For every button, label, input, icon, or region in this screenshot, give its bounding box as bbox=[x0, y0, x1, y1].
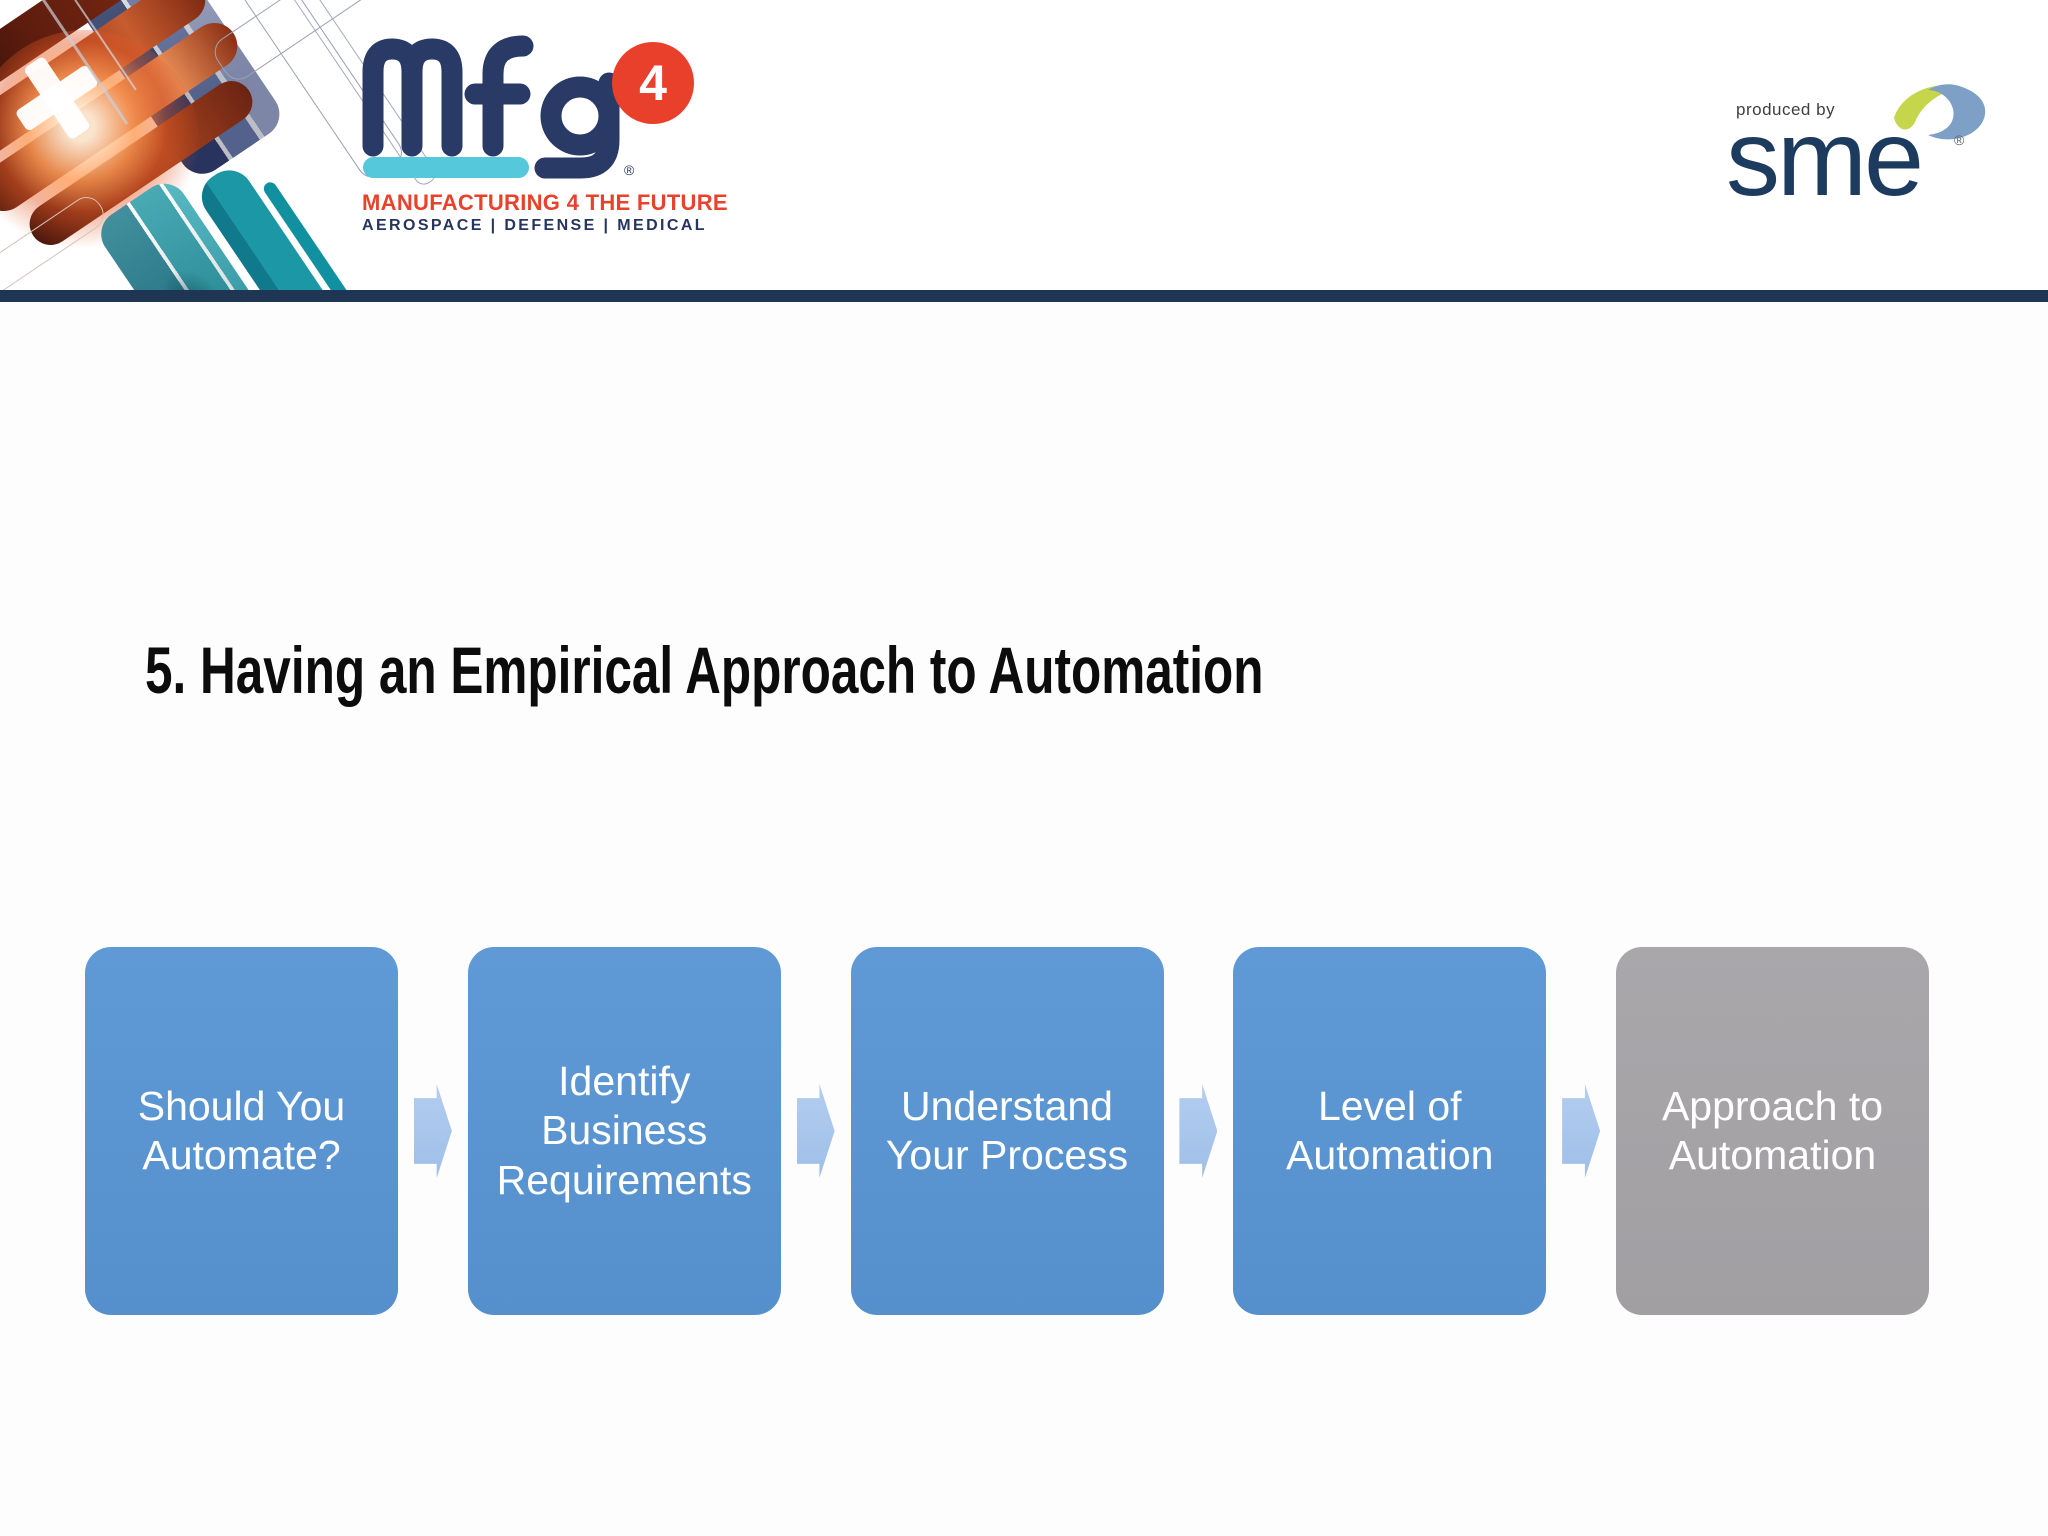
produced-by-label: produced by bbox=[1736, 100, 1836, 119]
registered-trademark: ® bbox=[624, 162, 635, 178]
process-step-approach-to-automation: Approach to Automation bbox=[1616, 947, 1929, 1315]
process-arrow-icon bbox=[1179, 1084, 1218, 1178]
mfg-wordmark bbox=[362, 35, 620, 179]
step-label: Level of Automation bbox=[1286, 1082, 1494, 1178]
badge-number: 4 bbox=[639, 55, 667, 111]
step-label: Identify Business Requirements bbox=[496, 1058, 752, 1203]
slide-header: 4 ® MANUFACTURING 4 THE FUTURE AEROSPACE… bbox=[0, 0, 2048, 290]
process-arrow-icon bbox=[1562, 1084, 1601, 1178]
mfg4-logo: 4 ® MANUFACTURING 4 THE FUTURE AEROSPACE… bbox=[362, 28, 728, 248]
process-step-identify-business-requirements: Identify Business Requirements bbox=[467, 947, 781, 1315]
sme-logo: produced by sme ® bbox=[1726, 78, 2026, 218]
process-flow-diagram: Should You Automate? Identify Business R… bbox=[85, 947, 1929, 1315]
mfg4-tagline: MANUFACTURING 4 THE FUTURE bbox=[362, 190, 728, 215]
process-arrow-icon bbox=[796, 1084, 835, 1178]
aerospace-defense-medical-collage-image bbox=[0, 0, 600, 290]
sme-swoosh-icon bbox=[1894, 84, 1986, 140]
slide-body: 5. Having an Empirical Approach to Autom… bbox=[0, 302, 2048, 1536]
header-divider-bar bbox=[0, 290, 2048, 302]
mfg4-sub-tagline: AEROSPACE | DEFENSE | MEDICAL bbox=[362, 217, 707, 234]
cyan-underline-bar bbox=[363, 157, 529, 178]
process-arrow-icon bbox=[413, 1084, 452, 1178]
mfg4-number-badge: 4 bbox=[612, 42, 694, 124]
sme-wordmark: sme bbox=[1726, 97, 1924, 218]
registered-trademark: ® bbox=[1954, 132, 1965, 148]
step-label: Should You Automate? bbox=[137, 1082, 346, 1178]
process-step-should-you-automate: Should You Automate? bbox=[85, 947, 398, 1315]
step-label: Approach to Automation bbox=[1661, 1082, 1884, 1178]
process-step-level-of-automation: Level of Automation bbox=[1233, 947, 1547, 1315]
step-label: Understand Your Process bbox=[885, 1082, 1129, 1178]
process-step-understand-your-process: Understand Your Process bbox=[850, 947, 1164, 1315]
slide-title: 5. Having an Empirical Approach to Autom… bbox=[145, 633, 1264, 707]
